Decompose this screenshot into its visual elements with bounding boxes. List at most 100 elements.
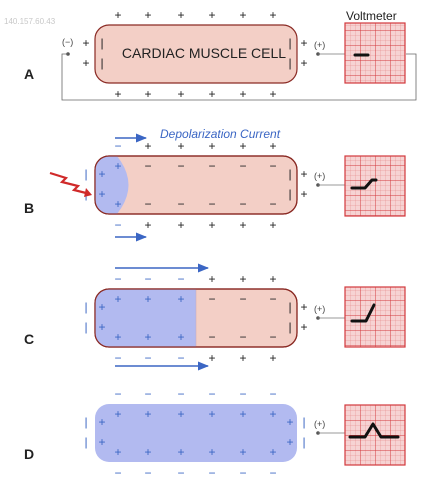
outside-charge: + (269, 272, 276, 286)
side-charge: | (84, 300, 87, 314)
inside-charge: − (239, 292, 246, 306)
outside-charge: + (208, 218, 215, 232)
side-charge: | (100, 36, 103, 50)
voltmeter-grid (344, 404, 406, 466)
outside-charge: − (144, 387, 151, 401)
outside-charge: + (177, 139, 184, 153)
outside-charge: − (144, 466, 151, 480)
outside-charge: + (177, 8, 184, 22)
inside-charge: − (144, 159, 151, 173)
voltage-trace (350, 303, 376, 323)
side-charge: + (98, 300, 105, 314)
side-charge: | (288, 167, 291, 181)
outside-charge: + (114, 8, 121, 22)
side-charge: + (82, 56, 89, 70)
side-charge: | (302, 415, 305, 429)
inside-charge: − (239, 159, 246, 173)
voltmeter-grid (344, 22, 406, 84)
side-charge: + (286, 435, 293, 449)
inside-charge: − (269, 159, 276, 173)
voltage-trace (348, 422, 400, 439)
outside-charge: + (144, 87, 151, 101)
side-charge: | (100, 56, 103, 70)
side-charge: | (84, 167, 87, 181)
side-charge: + (300, 300, 307, 314)
outside-charge: − (114, 272, 121, 286)
positive-electrode-label: (+) (314, 304, 325, 314)
outside-charge: + (144, 218, 151, 232)
watermark: 140.157.60.43 (4, 17, 56, 26)
inside-charge: + (177, 330, 184, 344)
outside-charge: − (269, 466, 276, 480)
outside-charge: − (177, 351, 184, 365)
panel-label: D (24, 446, 34, 462)
outside-charge: + (208, 8, 215, 22)
outside-charge: − (208, 466, 215, 480)
negative-electrode-label: (−) (62, 37, 73, 47)
side-charge: + (300, 187, 307, 201)
inside-charge: + (144, 330, 151, 344)
side-charge: + (98, 320, 105, 334)
positive-electrode-label: (+) (314, 40, 325, 50)
outside-charge: − (239, 466, 246, 480)
side-charge: + (300, 320, 307, 334)
outside-charge: − (144, 351, 151, 365)
voltmeter-title: Voltmeter (346, 9, 397, 23)
outside-charge: − (114, 466, 121, 480)
side-charge: + (98, 167, 105, 181)
outside-charge: + (208, 351, 215, 365)
outside-charge: − (177, 466, 184, 480)
positive-electrode-label: (+) (314, 419, 325, 429)
outside-charge: + (208, 272, 215, 286)
inside-charge: − (208, 330, 215, 344)
inside-charge: − (239, 330, 246, 344)
outside-charge: + (239, 139, 246, 153)
outside-charge: + (239, 8, 246, 22)
outside-charge: + (239, 218, 246, 232)
outside-charge: + (269, 87, 276, 101)
outside-charge: − (114, 139, 121, 153)
inside-charge: − (239, 197, 246, 211)
panels: A+++++++++++++||++||+CARDIAC MUSCLE CELL… (24, 8, 417, 480)
depolarized-region (95, 156, 129, 214)
outside-charge: − (144, 272, 151, 286)
outside-charge: + (114, 87, 121, 101)
side-charge: | (84, 435, 87, 449)
outside-charge: + (269, 139, 276, 153)
cell-outline (94, 155, 298, 215)
voltmeter-lead-wire (61, 53, 417, 101)
side-charge: + (98, 435, 105, 449)
stimulus-spark-icon (49, 171, 91, 196)
outside-charge: − (239, 387, 246, 401)
side-charge: + (300, 167, 307, 181)
outside-charge: − (208, 387, 215, 401)
panel-label: A (24, 66, 34, 82)
inside-charge: + (177, 292, 184, 306)
side-charge: | (288, 56, 291, 70)
inside-charge: + (114, 292, 121, 306)
inside-charge: − (208, 159, 215, 173)
cell-outline (94, 288, 298, 348)
panel-a: A+++++++++++++||++||+CARDIAC MUSCLE CELL… (24, 8, 417, 101)
inside-charge: − (269, 197, 276, 211)
outside-charge: − (177, 272, 184, 286)
side-charge: | (84, 415, 87, 429)
outside-charge: − (177, 387, 184, 401)
outside-charge: + (177, 218, 184, 232)
inside-charge: − (208, 197, 215, 211)
panel-label: B (24, 200, 34, 216)
inside-charge: − (269, 330, 276, 344)
inside-charge: + (114, 330, 121, 344)
voltmeter-grid (344, 155, 406, 217)
side-charge: | (288, 320, 291, 334)
inside-charge: + (144, 292, 151, 306)
outside-charge: + (269, 8, 276, 22)
voltmeter-grid (344, 286, 406, 348)
inside-charge: + (208, 407, 215, 421)
inside-charge: + (177, 445, 184, 459)
inside-charge: − (177, 197, 184, 211)
inside-charge: + (269, 407, 276, 421)
panel-c: C−−−−−−++++++++++++−−−−−−|+|+|+|+(+) (24, 263, 406, 371)
outside-charge: + (269, 351, 276, 365)
